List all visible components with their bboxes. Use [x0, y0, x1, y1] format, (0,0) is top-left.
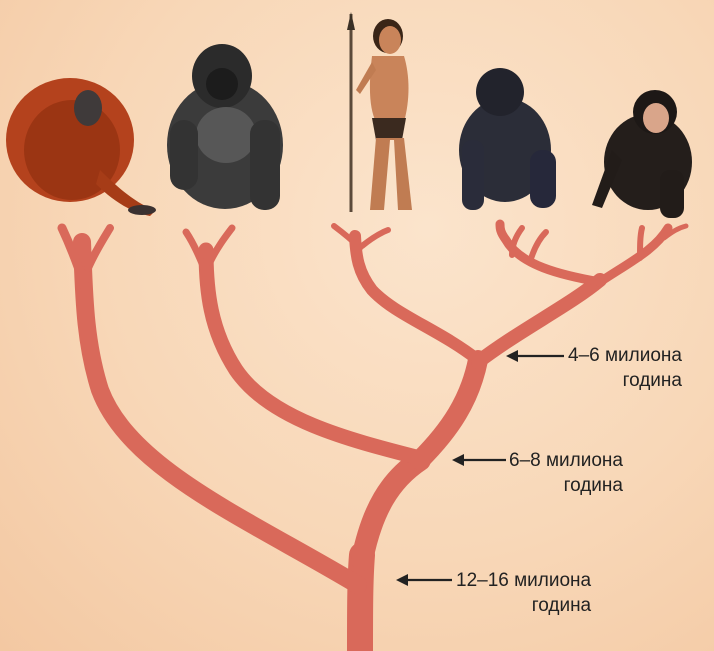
branch-main-upper: [362, 460, 420, 560]
gorilla-face: [206, 68, 238, 100]
chimpanzee-icon: [592, 90, 692, 218]
gorilla-icon: [167, 44, 283, 210]
human-icon: [347, 12, 412, 212]
orangutan-icon: [6, 78, 156, 216]
label-split-2-line2: година: [509, 473, 623, 498]
human-loincloth: [372, 118, 406, 140]
bonobo-leg: [530, 150, 556, 208]
label-split-1: 4–6 милиона година: [568, 343, 682, 393]
twig-orangutan-right: [88, 228, 110, 268]
human-legs: [370, 138, 412, 210]
chimpanzee-leg: [660, 170, 684, 218]
arrow-split-2-head: [452, 454, 464, 466]
chimpanzee-face: [643, 103, 669, 133]
branch-gorilla: [206, 250, 420, 458]
human-spear-tip: [347, 12, 355, 30]
label-split-1-line2: година: [568, 368, 682, 393]
bonobo-icon: [459, 68, 556, 210]
twig-gorilla-right: [210, 228, 232, 262]
label-split-3: 12–16 милиона година: [456, 568, 591, 618]
gorilla-chest: [196, 107, 256, 163]
branch-orangutan: [82, 242, 358, 585]
label-split-3-line2: година: [456, 593, 591, 618]
twig-chimp-a: [640, 228, 642, 258]
arrow-split-3-head: [396, 574, 408, 586]
twig-bonobo-b: [530, 232, 546, 262]
label-split-1-line1: 4–6 милиона: [568, 343, 682, 368]
branch-human: [355, 236, 478, 360]
label-split-2: 6–8 милиона година: [509, 448, 623, 498]
gorilla-arm-left: [170, 120, 198, 190]
bonobo-head: [476, 68, 524, 116]
arrow-split-1-head: [506, 350, 518, 362]
twig-human-right: [362, 230, 388, 246]
human-head: [379, 26, 401, 54]
evolution-tree: [62, 224, 686, 651]
branch-chimpanzee: [600, 228, 668, 282]
label-split-2-line1: 6–8 милиона: [509, 448, 623, 473]
orangutan-hand: [128, 205, 156, 215]
bonobo-arm: [462, 140, 484, 210]
label-split-3-line1: 12–16 милиона: [456, 568, 591, 593]
orangutan-face: [74, 90, 102, 126]
gorilla-arm-right: [250, 120, 280, 210]
branch-hominini: [420, 360, 478, 460]
human-torso: [370, 56, 409, 122]
